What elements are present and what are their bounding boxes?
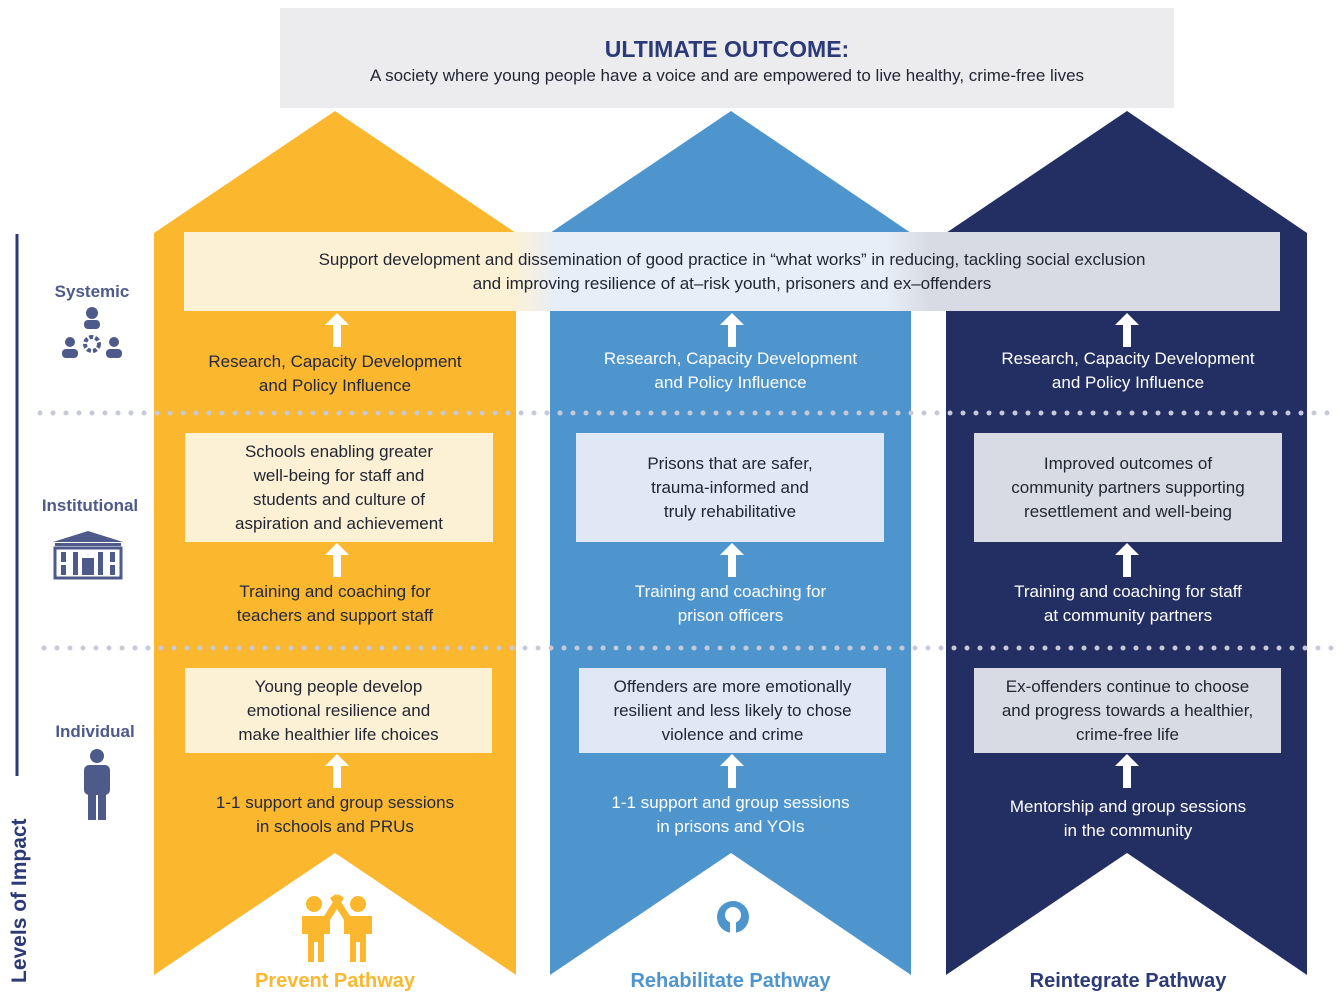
rehabilitate-systemic-label: Research, Capacity Development and Polic… (550, 347, 911, 395)
arrow-up-icon (1115, 313, 1139, 347)
label-line: and Policy Influence (1051, 373, 1205, 392)
level-institutional: Institutional (41, 496, 139, 515)
box-line: Young people develop (254, 676, 423, 696)
arrow-up-icon (720, 754, 744, 788)
prevent-pathway-title: Prevent Pathway (254, 970, 416, 992)
prevent-column (154, 111, 516, 975)
ultimate-outcome-banner: ULTIMATE OUTCOME: A society where young … (280, 8, 1174, 108)
reintegrate-pathway-title: Reintegrate Pathway (1029, 970, 1227, 992)
reintegrate-individual-label: Mentorship and group sessions in the com… (946, 795, 1310, 843)
level-individual: Individual (55, 722, 135, 741)
box-line: Offenders are more emotionally (613, 676, 852, 696)
network-people-icon (62, 307, 122, 358)
building-icon (53, 531, 123, 580)
box-line: trauma-informed and (651, 477, 809, 497)
rehabilitate-individual-box: Offenders are more emotionally resilient… (579, 668, 886, 753)
label-line: in schools and PRUs (256, 817, 414, 836)
box-line: aspiration and achievement (235, 513, 443, 533)
label-line: Research, Capacity Development (603, 349, 858, 368)
prevent-institutional-box: Schools enabling greater well-being for … (185, 433, 493, 542)
arrow-up-icon (325, 543, 349, 577)
head-lightbulb-icon (700, 890, 765, 963)
arrow-up-icon (1115, 754, 1139, 788)
levels-of-impact-label: Levels of Impact (8, 818, 31, 983)
reintegrate-column (946, 111, 1307, 975)
rehabilitate-pathway-title: Rehabilitate Pathway (630, 970, 831, 992)
rehabilitate-institutional-box: Prisons that are safer, trauma-informed … (576, 433, 884, 542)
box-line: make healthier life choices (238, 724, 439, 744)
systemic-outcome-box: Support development and dissemination of… (184, 232, 1280, 311)
label-line: and Policy Influence (258, 376, 412, 395)
prevent-institutional-label: Training and coaching for teachers and s… (154, 580, 516, 628)
box-line: community partners supporting (1011, 477, 1245, 497)
people-high-five-icon (302, 894, 372, 962)
box-line: emotional resilience and (246, 700, 431, 720)
systemic-outcome-line-1: Support development and dissemination of… (318, 249, 1146, 269)
level-systemic: Systemic (54, 282, 130, 301)
label-line: 1-1 support and group sessions (215, 793, 455, 812)
arrow-up-icon (720, 313, 744, 347)
prevent-systemic-label: Research, Capacity Development and Polic… (154, 350, 516, 398)
label-line: prison officers (677, 606, 784, 625)
label-line: Training and coaching for staff (1014, 582, 1242, 601)
arrow-up-icon (325, 313, 349, 347)
label-line: 1-1 support and group sessions (611, 793, 850, 812)
prevent-individual-box: Young people develop emotional resilienc… (185, 668, 492, 753)
circle-orbit-icon (1092, 896, 1160, 964)
reintegrate-systemic-label: Research, Capacity Development and Polic… (946, 347, 1310, 395)
rehabilitate-institutional-label: Training and coaching for prison officer… (550, 580, 911, 628)
label-line: Research, Capacity Development (1001, 349, 1255, 368)
rehabilitate-column (550, 111, 911, 975)
label-line: and Policy Influence (654, 373, 807, 392)
reintegrate-individual-box: Ex-offenders continue to choose and prog… (974, 668, 1281, 753)
box-line: truly rehabilitative (663, 501, 797, 521)
box-line: well-being for staff and (253, 465, 425, 485)
box-line: resettlement and well-being (1024, 501, 1232, 521)
rehabilitate-individual-label: 1-1 support and group sessions in prison… (550, 791, 911, 839)
reintegrate-institutional-label: Training and coaching for staff at commu… (946, 580, 1310, 628)
label-line: Mentorship and group sessions (1009, 797, 1247, 816)
person-icon (84, 749, 110, 820)
box-line: violence and crime (661, 724, 804, 744)
systemic-outcome-line-2: and improving resilience of at–risk yout… (472, 273, 992, 293)
label-line: Training and coaching for (239, 582, 431, 601)
label-line: Research, Capacity Development (208, 352, 462, 371)
arrow-up-icon (325, 754, 349, 788)
box-line: Improved outcomes of (1043, 453, 1213, 473)
arrow-up-icon (720, 543, 744, 577)
box-line: Schools enabling greater (244, 441, 434, 461)
box-line: resilient and less likely to chose (613, 700, 852, 720)
prevent-individual-label: 1-1 support and group sessions in school… (154, 791, 516, 839)
label-line: in prisons and YOIs (656, 817, 805, 836)
box-line: students and culture of (252, 489, 425, 509)
box-line: Prisons that are safer, (647, 453, 813, 473)
outcome-text: A society where young people have a voic… (369, 66, 1085, 85)
reintegrate-institutional-box: Improved outcomes of community partners … (974, 433, 1282, 542)
box-line: Ex-offenders continue to choose (1005, 676, 1250, 696)
box-line: and progress towards a healthier, (1001, 700, 1254, 720)
label-line: in the community (1063, 821, 1193, 840)
outcome-title: ULTIMATE OUTCOME: (604, 36, 850, 62)
label-line: at community partners (1043, 606, 1213, 625)
arrow-up-icon (1115, 543, 1139, 577)
label-line: teachers and support staff (236, 606, 434, 625)
label-line: Training and coaching for (634, 582, 827, 601)
box-line: crime-free life (1076, 724, 1179, 744)
